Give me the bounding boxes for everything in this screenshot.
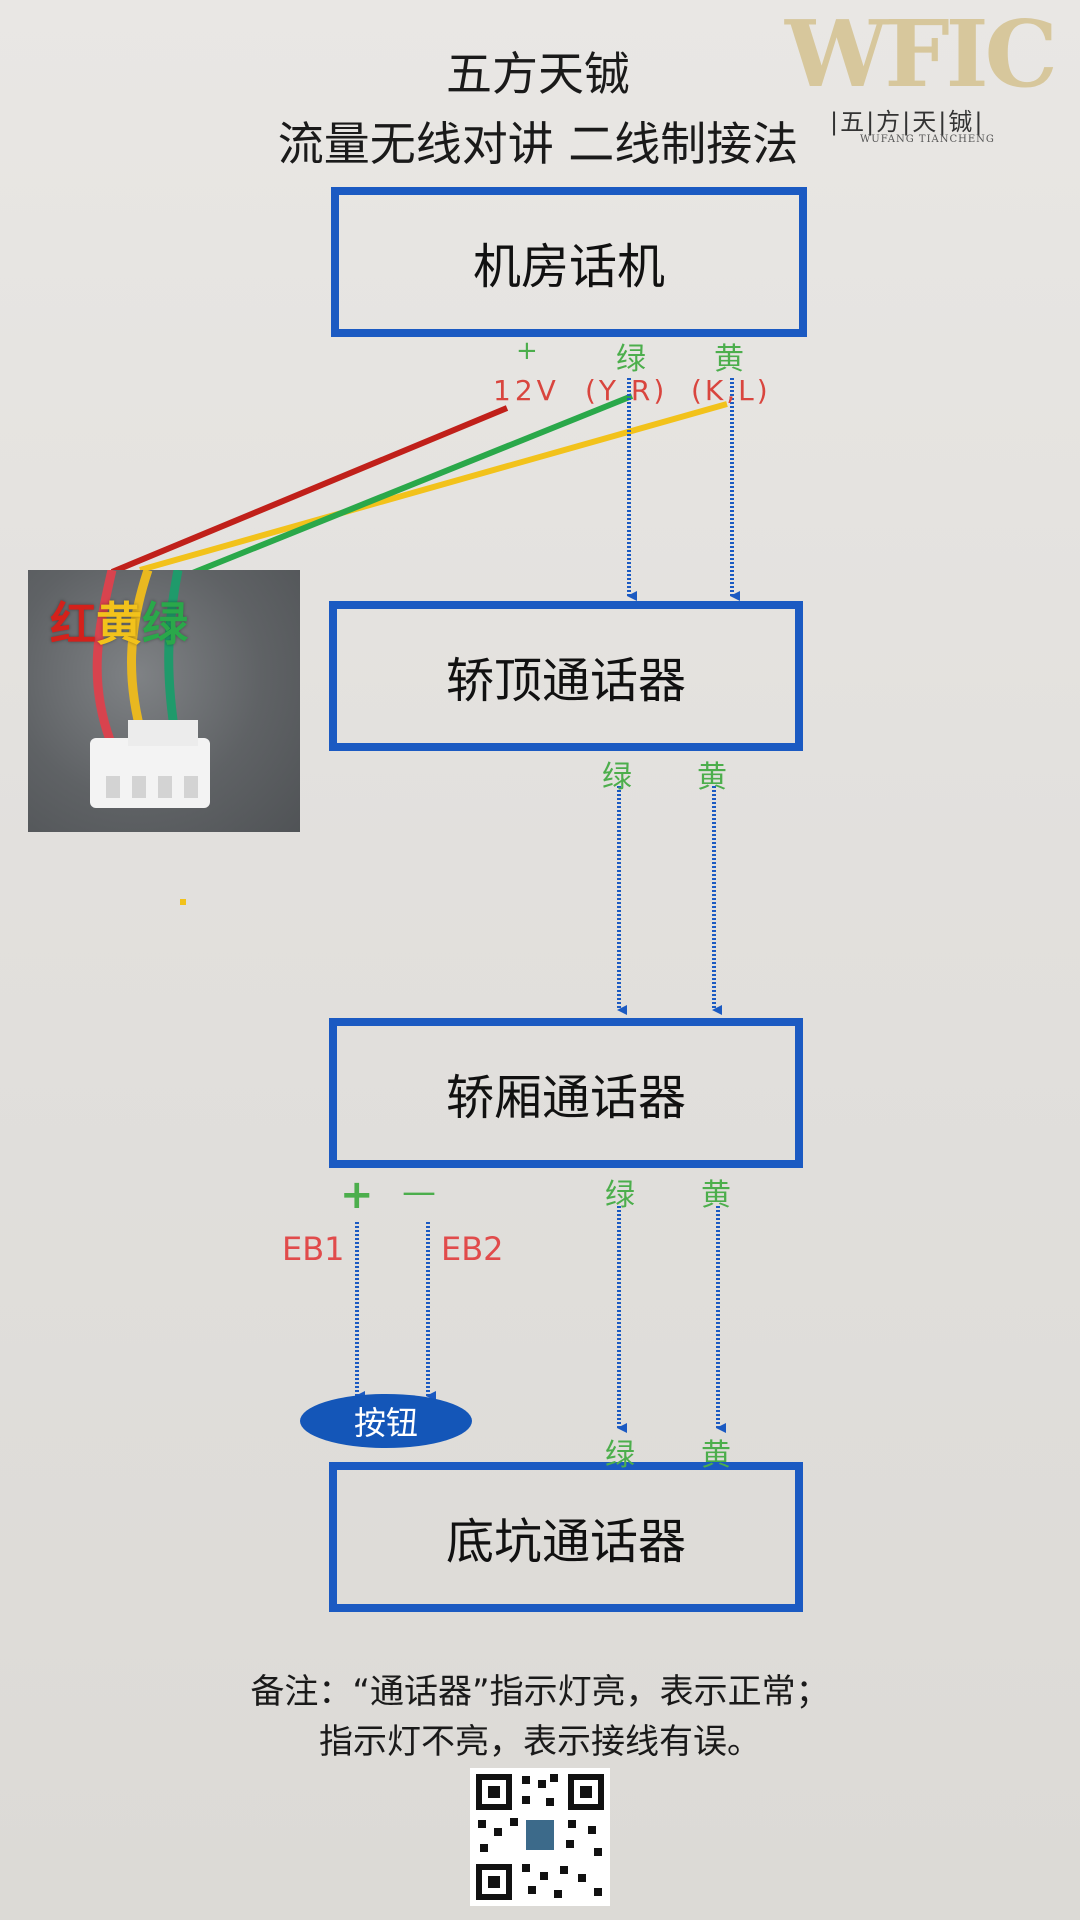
car-top-yellow-label: 黄 — [697, 760, 727, 795]
terminal-yr: (Y R) — [585, 374, 668, 407]
page-title: 五方天铖 — [446, 47, 630, 101]
yellow-dot — [180, 899, 186, 905]
box-pit: 底坑通话器 — [329, 1462, 803, 1612]
box-car: 轿厢通话器 — [329, 1018, 803, 1168]
box-machine-room-label: 机房话机 — [472, 239, 665, 295]
car-top-green-label: 绿 — [602, 760, 632, 795]
plus-sign: + — [340, 1172, 374, 1218]
minus-sign: — — [402, 1172, 436, 1212]
photo-label-green: 绿 — [142, 597, 188, 651]
photo-label-red: 红 — [50, 597, 96, 651]
box-pit-label: 底坑通话器 — [445, 1514, 686, 1570]
call-button-label: 按钮 — [353, 1404, 418, 1442]
qr-code — [470, 1768, 610, 1906]
machine-room-yellow-label: 黄 — [714, 342, 744, 377]
connector-photo — [28, 570, 300, 832]
page-subtitle: 流量无线对讲 二线制接法 — [277, 117, 799, 171]
terminal-plus: + — [516, 336, 538, 366]
logo-chinese: |五|方|天|铖| — [830, 108, 985, 136]
box-machine-room: 机房话机 — [331, 187, 807, 337]
machine-room-green-label: 绿 — [616, 342, 646, 377]
logo-wordmark: WFIC — [785, 0, 1058, 108]
box-car-top: 轿顶通话器 — [329, 601, 803, 751]
terminal-kl: (K,L) — [691, 374, 771, 407]
car-green-label: 绿 — [605, 1178, 635, 1213]
qr-code-pattern — [476, 1774, 604, 1900]
photo-wire-labels: 红黄绿 — [50, 588, 188, 654]
logo-english: WUFANG TIANCHENG — [860, 134, 995, 145]
box-car-top-label: 轿顶通话器 — [445, 653, 686, 709]
note-line-1: 备注：“通话器”指示灯亮，表示正常； — [250, 1672, 830, 1712]
car-yellow-label: 黄 — [701, 1178, 731, 1213]
eb1-label: EB1 — [282, 1230, 345, 1268]
call-button: 按钮 — [300, 1394, 472, 1448]
wire-red — [110, 405, 509, 575]
connector-illustration — [90, 570, 210, 808]
wire-yellow — [139, 401, 728, 573]
eb2-label: EB2 — [441, 1230, 504, 1268]
photo-label-yellow: 黄 — [96, 597, 142, 651]
pit-yellow-label: 黄 — [701, 1438, 731, 1473]
box-car-label: 轿厢通话器 — [445, 1070, 686, 1126]
wire-green — [183, 393, 634, 579]
pit-green-label: 绿 — [605, 1438, 635, 1473]
terminal-12v: 12V — [493, 374, 560, 407]
note-line-2: 指示灯不亮，表示接线有误。 — [319, 1722, 761, 1762]
